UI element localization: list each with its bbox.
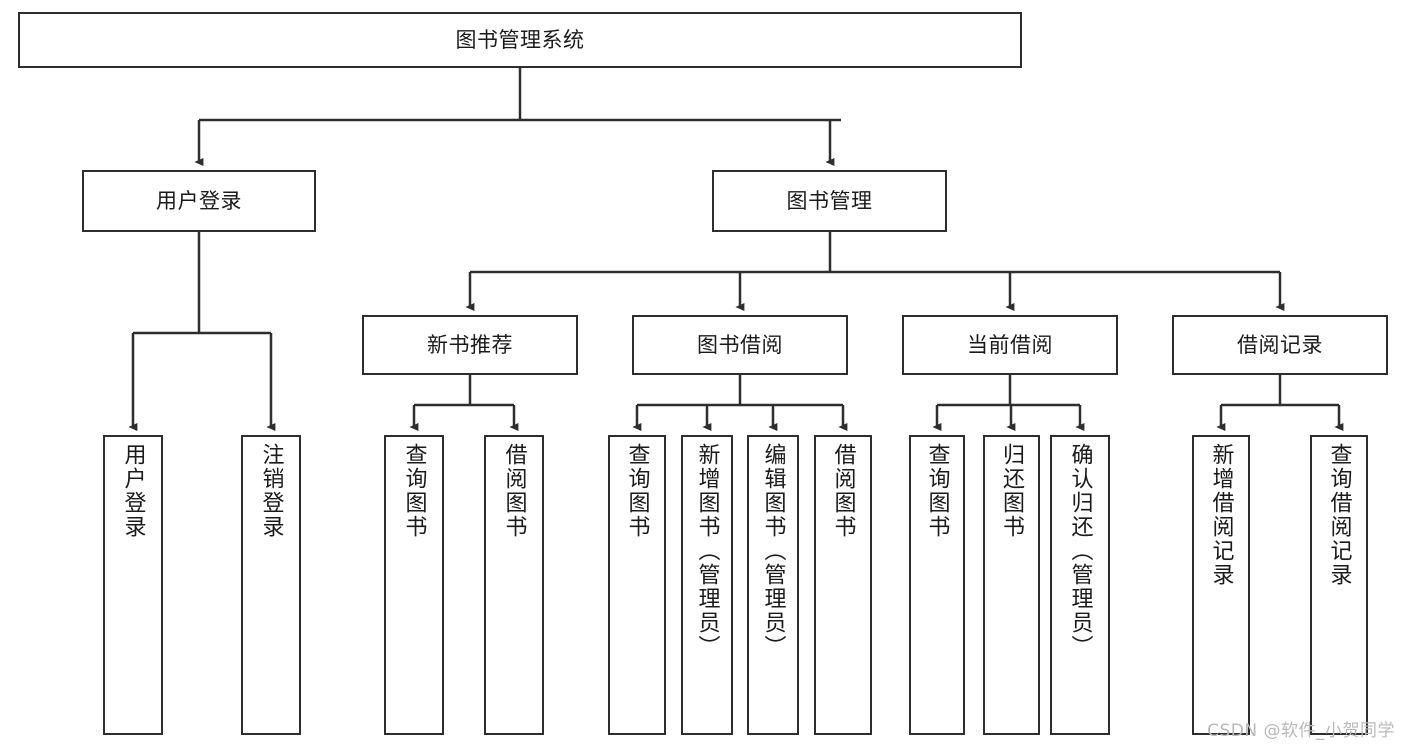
node-current-borrow[interactable]: 当前借阅 [902,315,1118,375]
node-leaf-query-book-3[interactable]: 查询图书 [909,435,965,735]
node-leaf-user-login[interactable]: 用户登录 [103,435,163,735]
node-book-borrow[interactable]: 图书借阅 [632,315,848,375]
node-label: 新书推荐 [427,332,513,357]
node-label: 当前借阅 [967,332,1053,357]
node-leaf-borrow-book-1[interactable]: 借阅图书 [484,435,544,735]
node-label: 图书借阅 [697,332,783,357]
node-user-login[interactable]: 用户登录 [82,170,316,232]
node-leaf-query-book-1[interactable]: 查询图书 [384,435,444,735]
node-leaf-borrow-book-2[interactable]: 借阅图书 [814,435,872,735]
node-leaf-confirm-return[interactable]: 确认归还（管理员） [1050,435,1110,735]
watermark: CSDN @软件_小贺同学 [1207,721,1395,741]
node-leaf-query-book-2[interactable]: 查询图书 [608,435,666,735]
node-label: 借阅图书 [830,443,856,539]
node-label: 图书管理系统 [455,27,585,52]
node-label: 图书管理 [786,188,873,213]
node-label: 查询图书 [624,443,650,539]
node-label: 查询借阅记录 [1326,443,1352,587]
node-label: 用户登录 [120,443,146,539]
node-label: 查询图书 [924,443,950,539]
node-new-book-recommend[interactable]: 新书推荐 [362,315,578,375]
node-leaf-add-record[interactable]: 新增借阅记录 [1192,435,1250,735]
node-label: 归还图书 [999,443,1025,539]
node-book-manage[interactable]: 图书管理 [712,170,947,232]
node-label: 借阅图书 [501,443,527,539]
node-label: 新增图书（管理员） [694,443,720,659]
node-label: 注销登录 [258,443,284,539]
node-root-system[interactable]: 图书管理系统 [18,12,1022,68]
node-label: 确认归还（管理员） [1067,443,1093,659]
node-label: 用户登录 [156,188,242,213]
node-label: 新增借阅记录 [1208,443,1234,587]
node-label: 借阅记录 [1237,332,1323,357]
node-leaf-add-book[interactable]: 新增图书（管理员） [681,435,733,735]
node-leaf-query-record[interactable]: 查询借阅记录 [1310,435,1368,735]
node-leaf-edit-book[interactable]: 编辑图书（管理员） [747,435,799,735]
node-label: 编辑图书（管理员） [760,443,786,659]
node-label: 查询图书 [401,443,427,539]
node-leaf-return-book[interactable]: 归还图书 [983,435,1040,735]
node-leaf-user-logout[interactable]: 注销登录 [241,435,301,735]
node-borrow-record[interactable]: 借阅记录 [1172,315,1388,375]
